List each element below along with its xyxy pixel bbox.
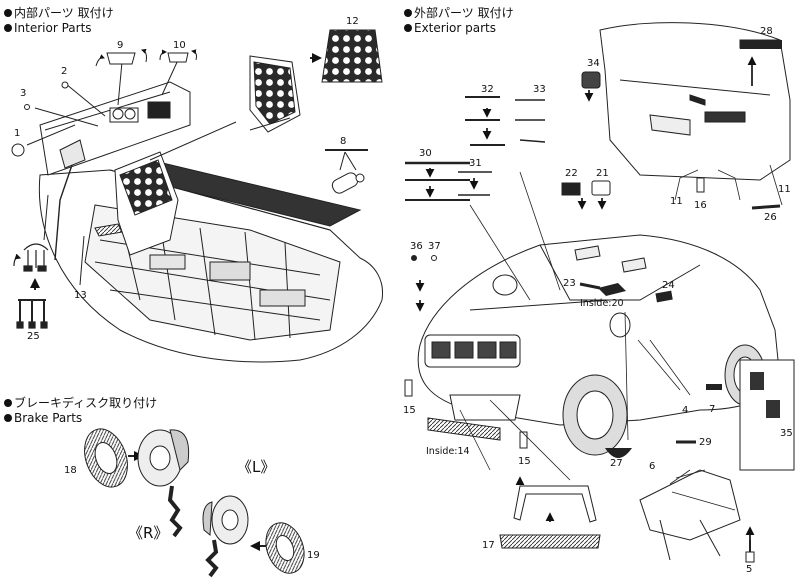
interior-header-jp: 内部パーツ 取付け [4,6,114,21]
part-number-21: 21 [596,168,609,179]
part-10-mirror [159,49,197,63]
bullet-dot-icon [4,399,12,407]
bullet-dot-icon [4,24,12,32]
right-side-marker: 《R》 [128,524,169,542]
part-number-37: 37 [428,241,441,252]
left-brake-assembly [202,495,249,578]
part-number-33: 33 [533,84,546,95]
exterior-leader-lines [459,164,783,511]
part-number-12: 12 [346,16,359,27]
part-number-8: 8 [340,136,347,147]
part-number-27: 27 [610,458,623,469]
part-9-visor [95,48,147,67]
part-number-1: 1 [14,128,21,139]
part-17-strip [499,534,601,549]
part-35-inset-b [766,400,780,418]
right-brake-assembly [137,429,190,538]
part-21-light [591,180,611,196]
bullet-dot-icon [404,24,412,32]
exterior-header-jp: 外部パーツ 取付け [404,6,514,21]
inside-14-label: Inside:14 [426,446,470,457]
part-number-11-a: 11 [670,196,683,207]
part-number-31: 31 [469,158,482,169]
exterior-header-en: Exterior parts [404,21,496,36]
part-number-6: 6 [649,461,656,472]
part-number-22: 22 [565,168,578,179]
bullet-dot-icon [404,9,412,17]
interior-body-shell [26,55,384,363]
part-number-5: 5 [746,564,753,575]
part-36-dot-marker-icon [411,255,417,261]
part-12-window-net [310,29,383,83]
interior-header-en: Interior Parts [4,21,92,36]
part-20-pad [598,283,626,296]
part-number-11-b: 11 [778,184,791,195]
part-number-13: 13 [74,290,87,301]
part-27-mudflap [605,448,632,458]
part-34-badge [581,71,601,89]
part-number-26: 26 [764,212,777,223]
part-number-19: 19 [307,550,320,561]
part-number-28: 28 [760,26,773,37]
part-8-extinguisher [325,149,368,194]
part-15-right [519,431,528,449]
part-1-circle-marker-icon [11,143,25,157]
part-7 [706,384,722,390]
part-26-strip [751,204,781,210]
part-number-18: 18 [64,465,77,476]
part-25-pedals [13,243,49,329]
part-22-light [561,182,581,196]
part-number-23: 23 [563,278,576,289]
part-number-17: 17 [482,540,495,551]
part-number-30: 30 [419,148,432,159]
part-number-35: 35 [780,428,793,439]
part-16 [696,177,705,193]
brake-header-en: Brake Parts [4,411,82,426]
brake-disc-18 [84,428,144,488]
part-28-spoiler [740,40,782,49]
brake-disc-19 [250,522,305,574]
part-number-24: 24 [662,280,675,291]
part-37-dot-marker-icon [431,255,437,261]
part-number-34: 34 [587,58,600,69]
part-14-strip [427,417,501,441]
part-15-left [404,379,413,397]
wiper-parts [405,96,546,201]
part-number-29: 29 [699,437,712,448]
brake-header-jp: ブレーキディスク取り付け [4,396,157,411]
exterior-car-front [417,234,781,456]
part-17-bracket [513,485,597,523]
part-number-4: 4 [682,405,689,416]
left-side-marker: 《L》 [237,458,276,476]
part-number-9: 9 [117,40,124,51]
part-number-32: 32 [481,84,494,95]
inside-20-label: Inside:20 [580,298,624,309]
part-number-3: 3 [20,88,27,99]
part-number-25: 25 [27,331,40,342]
part-number-16: 16 [694,200,707,211]
part-number-7: 7 [709,404,716,415]
part-35-inset [750,372,764,390]
part-number-36: 36 [410,241,423,252]
part-2-circle-marker-icon [61,81,69,89]
part-23-strip [579,282,601,290]
part-number-2: 2 [61,66,68,77]
bullet-dot-icon [4,9,12,17]
part-number-10: 10 [173,40,186,51]
bullet-dot-icon [4,414,12,422]
part-3-circle-marker-icon [24,104,30,110]
part-number-15-b: 15 [518,456,531,467]
part-24-tab [655,290,673,303]
part-number-15-a: 15 [403,405,416,416]
rear-suspension [639,469,755,563]
